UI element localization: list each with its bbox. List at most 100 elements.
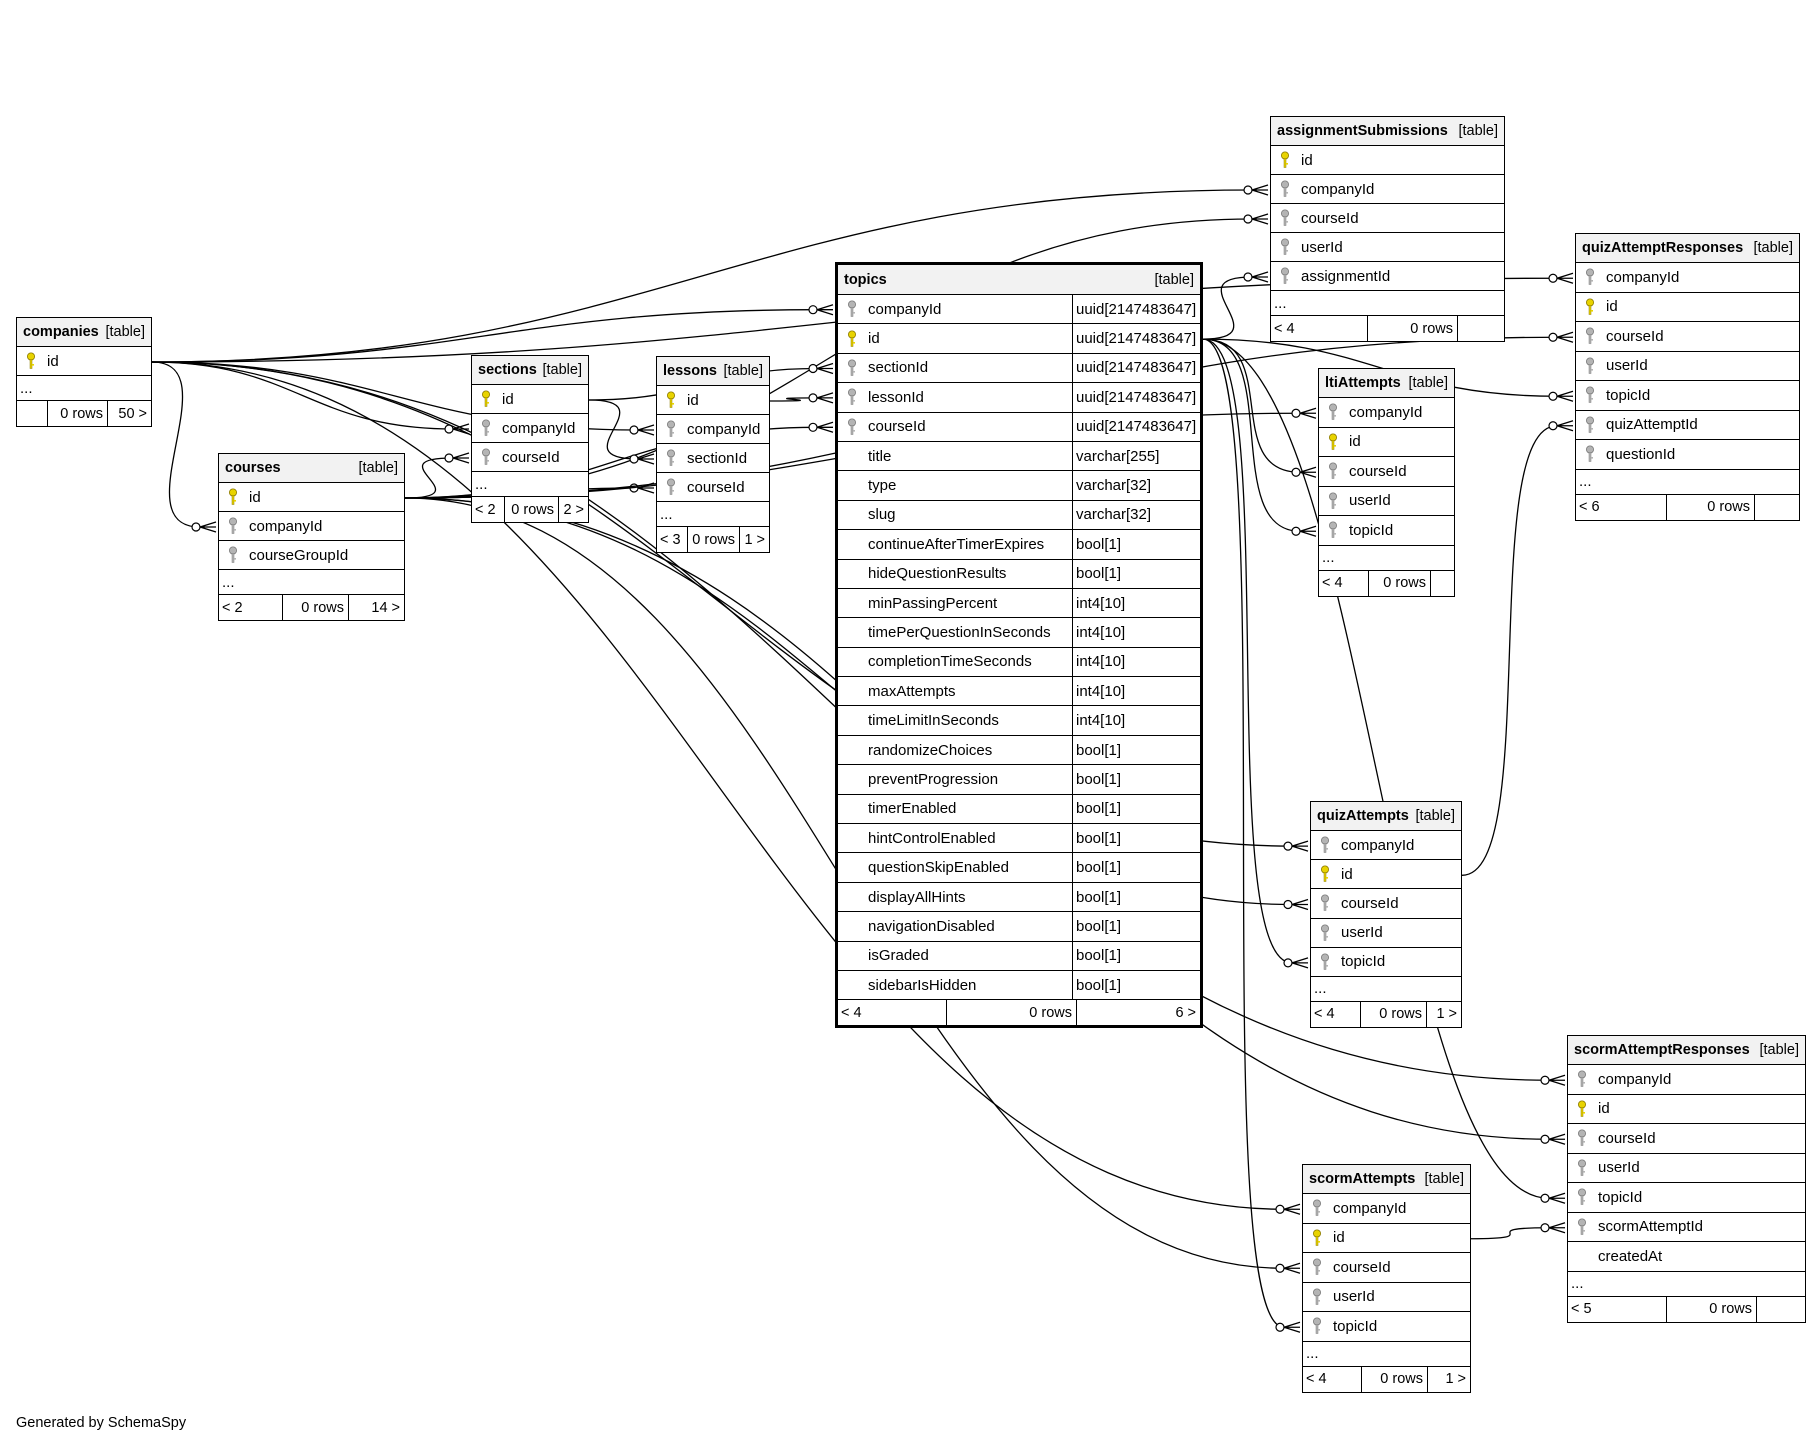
parents-count[interactable]: < 3	[660, 531, 681, 548]
parents-count[interactable]: < 4	[1306, 1371, 1327, 1387]
parents-count[interactable]: < 4	[1322, 575, 1343, 591]
column-row[interactable]: id	[1576, 293, 1799, 322]
children-count[interactable]	[1754, 494, 1799, 520]
column-row[interactable]: id	[657, 386, 769, 415]
parents-count[interactable]	[17, 401, 47, 426]
parents-count[interactable]: < 5	[1571, 1301, 1592, 1317]
column-row[interactable]: topicId	[1311, 948, 1461, 977]
column-row[interactable]: companyId	[1568, 1065, 1805, 1095]
column-row[interactable]: companyId	[219, 512, 404, 541]
column-row[interactable]: courseGroupId	[219, 541, 404, 570]
column-row[interactable]: sectionId	[657, 444, 769, 473]
column-row[interactable]: courseId	[1271, 204, 1504, 233]
children-count[interactable]: 2 >	[558, 497, 588, 522]
column-row[interactable]: createdAt	[1568, 1242, 1805, 1272]
column-row[interactable]: companyId	[1271, 175, 1504, 204]
children-count[interactable]	[1430, 570, 1454, 596]
column-row[interactable]: topicId	[1303, 1312, 1470, 1342]
column-row[interactable]: id	[17, 347, 151, 376]
column-row[interactable]: id	[1568, 1095, 1805, 1124]
children-count[interactable]: 1 >	[1427, 1366, 1470, 1392]
column-row[interactable]: scormAttemptId	[1568, 1213, 1805, 1242]
column-row[interactable]: companyId	[657, 415, 769, 444]
column-row[interactable]: userId	[1271, 233, 1504, 262]
children-count[interactable]	[1457, 316, 1504, 341]
column-row[interactable]: userId	[1576, 352, 1799, 381]
children-count[interactable]: 14 >	[348, 595, 404, 620]
column-row[interactable]: courseId	[1303, 1253, 1470, 1283]
column-row[interactable]: courseId	[657, 473, 769, 502]
column-row[interactable]: topicId	[1568, 1183, 1805, 1213]
column-row[interactable]: courseId	[1311, 889, 1461, 919]
parents-count[interactable]: < 6	[1579, 499, 1600, 515]
column-row[interactable]: companyId	[472, 414, 588, 443]
column-row[interactable]: companyId	[1576, 263, 1799, 293]
column-row[interactable]: id	[219, 483, 404, 512]
column-row[interactable]: companyId	[1319, 398, 1454, 428]
column-row[interactable]: questionId	[1576, 440, 1799, 470]
column-row[interactable]: userId	[1319, 487, 1454, 516]
column-row[interactable]: companyId	[1311, 831, 1461, 861]
parents-count[interactable]: < 4	[1314, 1006, 1335, 1023]
parents-count[interactable]: < 2	[475, 501, 496, 518]
column-row[interactable]: id	[472, 385, 588, 414]
column-row[interactable]: topicId	[1576, 381, 1799, 411]
column-row[interactable]: courseId	[1576, 322, 1799, 352]
column-row[interactable]: courseId	[1319, 457, 1454, 487]
column-row[interactable]: id	[1303, 1224, 1470, 1253]
column-row[interactable]: topicId	[1319, 516, 1454, 546]
column-row[interactable]: userId	[1303, 1283, 1470, 1312]
children-count[interactable]: 1 >	[1426, 1001, 1461, 1027]
column-row[interactable]: id	[1319, 428, 1454, 457]
children-count[interactable]: 6 >	[1076, 1000, 1200, 1026]
parents-count[interactable]: < 2	[222, 599, 243, 616]
column-row[interactable]: id	[1271, 146, 1504, 175]
parents-count[interactable]: < 4	[1274, 320, 1295, 337]
parents-count[interactable]: < 4	[841, 1004, 862, 1021]
column-row[interactable]: userId	[1568, 1154, 1805, 1183]
children-count[interactable]: 1 >	[739, 527, 769, 552]
column-row[interactable]: quizAttemptId	[1576, 411, 1799, 440]
column-row[interactable]: assignmentId	[1271, 262, 1504, 291]
column-row[interactable]: id	[1311, 860, 1461, 890]
children-count[interactable]	[1756, 1296, 1805, 1322]
children-count[interactable]: 50 >	[107, 401, 151, 426]
column-row[interactable]: userId	[1311, 919, 1461, 948]
column-row[interactable]: companyId	[1303, 1194, 1470, 1224]
